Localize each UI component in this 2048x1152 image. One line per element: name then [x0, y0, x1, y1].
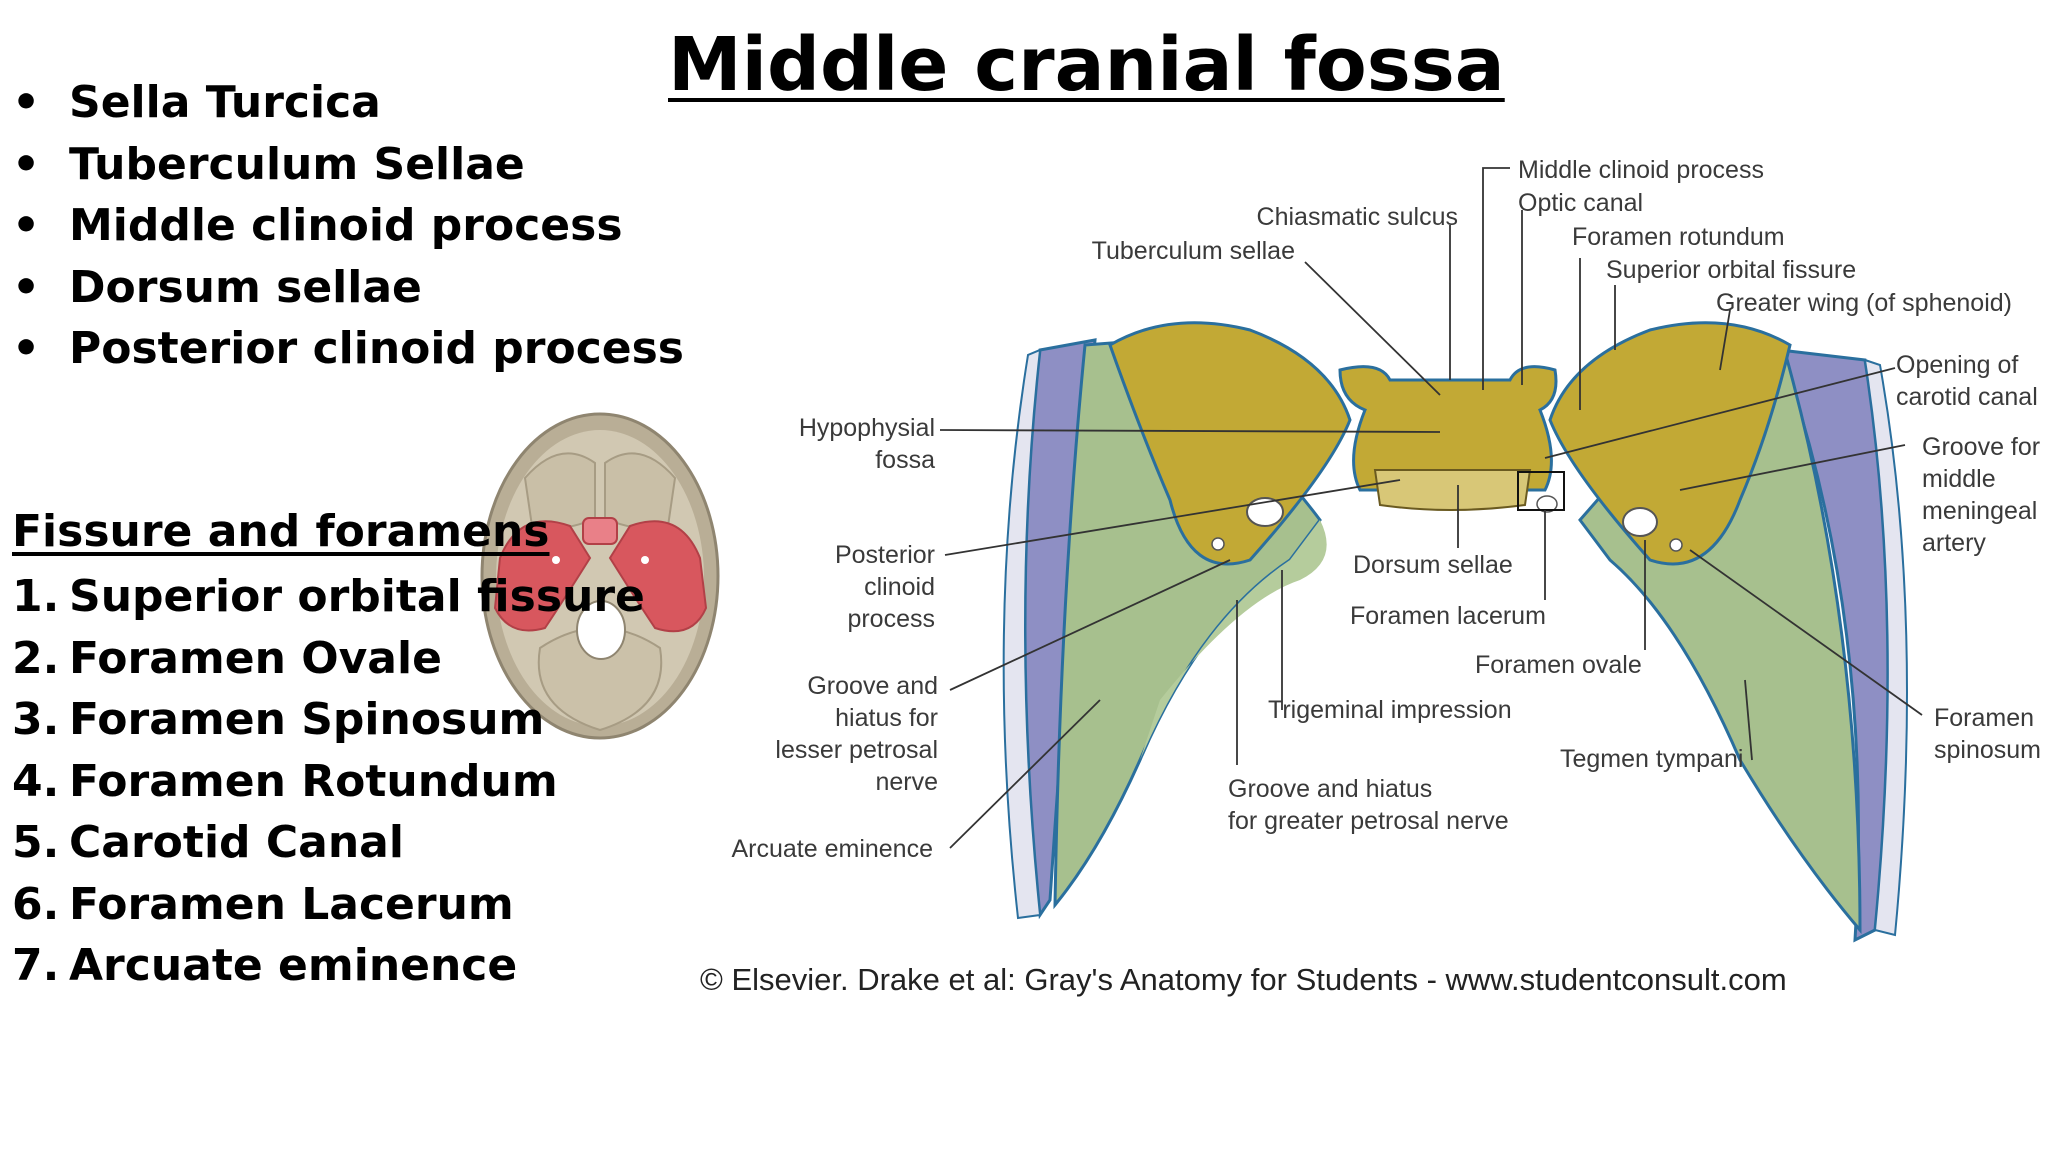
list-item: 2.Foramen Ovale	[12, 628, 645, 690]
list-item: • Posterior clinoid process	[12, 318, 684, 380]
list-item: 5.Carotid Canal	[12, 812, 645, 874]
list-item: • Dorsum sellae	[12, 257, 684, 319]
label-hypophysial-fossa-line2: fossa	[875, 446, 935, 474]
list-item: 1.Superior orbital fissure	[12, 566, 645, 628]
label-lesser-petrosal-line3: lesser petrosal	[775, 736, 938, 764]
label-chiasmatic-sulcus: Chiasmatic sulcus	[1257, 203, 1458, 231]
list-item: 7.Arcuate eminence	[12, 935, 645, 997]
label-foramen-rotundum: Foramen rotundum	[1572, 223, 1785, 251]
list-number: 1.	[12, 571, 60, 622]
label-lesser-petrosal-line2: hiatus for	[835, 704, 938, 732]
label-tuberculum-sellae: Tuberculum sellae	[1092, 237, 1295, 265]
label-greater-petrosal-line2: for greater petrosal nerve	[1228, 807, 1509, 835]
bullet-marker: •	[12, 261, 41, 313]
list-item-text: Middle clinoid process	[69, 200, 623, 251]
list-item-text: Foramen Rotundum	[69, 755, 558, 807]
list-item-text: Dorsum sellae	[69, 261, 422, 313]
label-dorsum-sellae: Dorsum sellae	[1353, 551, 1513, 579]
label-foramen-ovale: Foramen ovale	[1475, 651, 1642, 679]
label-trigeminal-impression: Trigeminal impression	[1268, 696, 1512, 724]
label-foramen-spinosum-line2: spinosum	[1934, 736, 2041, 764]
label-posterior-clinoid-line3: process	[847, 605, 935, 633]
label-posterior-clinoid-line1: Posterior	[835, 541, 935, 569]
label-arcuate-eminence: Arcuate eminence	[731, 835, 933, 863]
label-posterior-clinoid-line2: clinoid	[864, 573, 935, 601]
label-carotid-canal-line1: Opening of	[1896, 351, 2018, 379]
list-number: 3.	[12, 694, 60, 745]
label-groove-mma-line1: Groove for	[1922, 433, 2040, 461]
label-lesser-petrosal-line1: Groove and	[807, 672, 938, 700]
foramens-heading: Fissure and foramens	[12, 506, 550, 557]
list-item: 4.Foramen Rotundum	[12, 751, 645, 813]
list-item: • Middle clinoid process	[12, 195, 684, 257]
label-optic-canal: Optic canal	[1518, 189, 1643, 217]
list-item-text: Sella Turcica	[69, 77, 381, 128]
label-tegmen-tympani: Tegmen tympani	[1560, 745, 1743, 773]
list-item-text: Arcuate eminence	[69, 940, 518, 991]
bullet-marker: •	[12, 77, 41, 128]
copyright-notice: © Elsevier. Drake et al: Gray's Anatomy …	[700, 962, 1787, 997]
label-groove-mma-line3: meningeal	[1922, 497, 2037, 525]
slide-title: Middle cranial fossa	[668, 22, 1505, 108]
label-greater-wing: Greater wing (of sphenoid)	[1716, 289, 2012, 317]
list-item: • Tuberculum Sellae	[12, 134, 684, 196]
list-number: 2.	[12, 632, 60, 684]
middle-cranial-fossa-diagram: Middle clinoid process Optic canal Chias…	[731, 156, 2041, 943]
bullet-marker: •	[12, 200, 41, 251]
list-number: 7.	[12, 940, 60, 991]
list-item: 3.Foramen Spinosum	[12, 689, 645, 751]
list-item-text: Posterior clinoid process	[69, 323, 684, 374]
list-number: 6.	[12, 878, 60, 930]
bullet-marker: •	[12, 138, 41, 190]
list-item-text: Foramen Spinosum	[69, 694, 545, 745]
list-item-text: Tuberculum Sellae	[69, 138, 525, 190]
landmark-list: • Sella Turcica • Tuberculum Sellae • Middl…	[12, 72, 684, 380]
label-superior-orbital-fissure: Superior orbital fissure	[1606, 256, 1856, 284]
list-item: 6.Foramen Lacerum	[12, 874, 645, 936]
list-item-text: Foramen Lacerum	[69, 878, 514, 930]
bullet-marker: •	[12, 323, 41, 374]
list-number: 4.	[12, 755, 60, 807]
label-foramen-spinosum-line1: Foramen	[1934, 704, 2034, 732]
label-groove-mma-line2: middle	[1922, 465, 1996, 493]
list-number: 5.	[12, 817, 60, 868]
list-item: • Sella Turcica	[12, 72, 684, 134]
list-item-text: Superior orbital fissure	[69, 571, 645, 622]
label-middle-clinoid: Middle clinoid process	[1518, 156, 1764, 184]
skull-base-thumbnail	[480, 412, 720, 740]
list-item-text: Foramen Ovale	[69, 632, 442, 684]
list-item-text: Carotid Canal	[69, 817, 404, 868]
label-foramen-lacerum: Foramen lacerum	[1350, 602, 1546, 630]
label-hypophysial-fossa-line1: Hypophysial	[799, 414, 935, 442]
label-carotid-canal-line2: carotid canal	[1896, 383, 2038, 411]
label-lesser-petrosal-line4: nerve	[875, 768, 938, 796]
label-greater-petrosal-line1: Groove and hiatus	[1228, 775, 1432, 803]
label-groove-mma-line4: artery	[1922, 529, 1986, 557]
foramens-list: 1.Superior orbital fissure 2.Foramen Ova…	[12, 566, 645, 997]
